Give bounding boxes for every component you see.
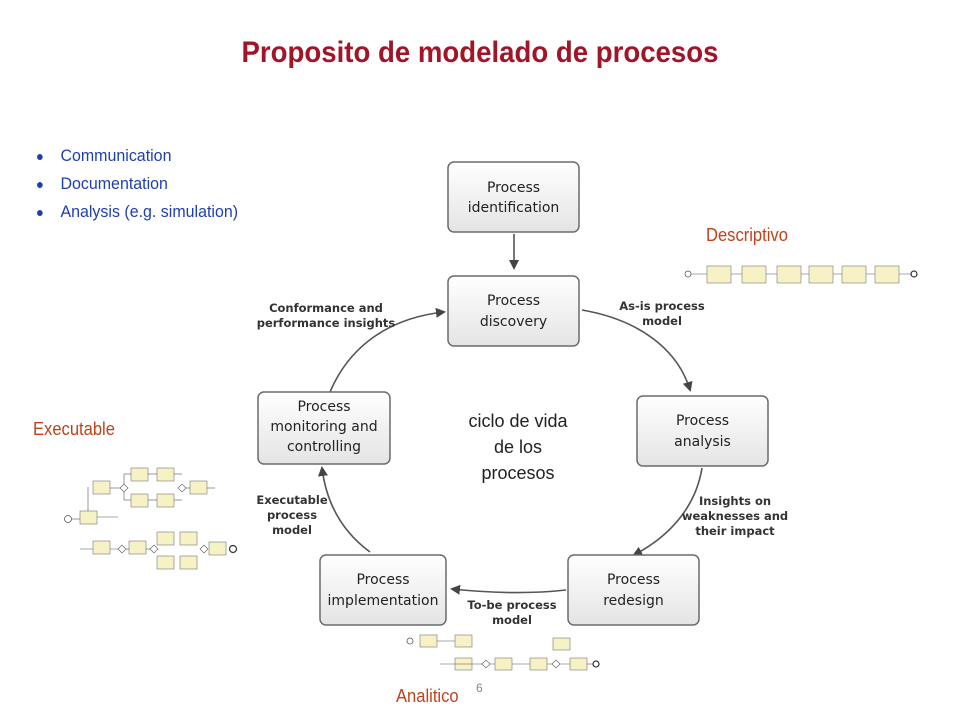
node-label: Process [356, 572, 409, 588]
arrow-discovery-analysis [581, 309, 693, 392]
purpose-list: ● Communication ● Documentation ● Analysis … [36, 142, 251, 226]
analytic-model-thumbnail [406, 634, 600, 671]
svg-text:model: model [492, 613, 532, 627]
center-text-line: de los [493, 437, 543, 457]
slide-title: Proposito de modelado de procesos [241, 36, 719, 69]
svg-text:process: process [267, 508, 317, 522]
list-item: ● Communication [36, 142, 238, 170]
bullet-text: Analysis (e.g. simulation) [60, 202, 239, 221]
node-label: Process [487, 180, 540, 196]
svg-text:their impact: their impact [695, 524, 775, 538]
bullet-text: Documentation [60, 174, 168, 193]
node-label: controlling [287, 439, 361, 455]
node-discovery: Process discovery [447, 275, 580, 347]
svg-text:As-is process: As-is process [619, 299, 705, 313]
arrow-monitoring-discovery [329, 307, 446, 393]
bullet-icon: ● [36, 148, 44, 164]
node-label: Process [297, 399, 350, 415]
edge-label-insights: Insights on weaknesses and their impact [682, 494, 788, 538]
edge-label-executable: Executable process model [256, 493, 328, 537]
svg-text:model: model [272, 523, 312, 537]
page-number: 6 [476, 681, 483, 695]
node-analysis: Process analysis [636, 395, 769, 467]
analytic-tag: Analitico [396, 686, 459, 706]
node-label: implementation [328, 593, 439, 609]
list-item: ● Documentation [36, 170, 238, 198]
svg-text:weaknesses and: weaknesses and [682, 509, 788, 523]
svg-text:Executable: Executable [256, 493, 328, 507]
svg-text:Insights on: Insights on [699, 494, 771, 508]
node-monitoring: Process monitoring and controlling [257, 391, 391, 465]
svg-text:Conformance and: Conformance and [269, 301, 383, 315]
node-label: redesign [603, 593, 664, 609]
node-label: identification [468, 200, 560, 216]
descriptive-model-thumbnail [684, 265, 918, 284]
center-text-line: ciclo de vida [468, 411, 568, 431]
center-text-line: procesos [481, 463, 555, 483]
svg-text:model: model [642, 314, 682, 328]
bullet-icon: ● [36, 204, 44, 220]
node-label: discovery [480, 314, 547, 330]
lifecycle-center-label: ciclo de vida de los procesos [450, 408, 586, 486]
svg-text:To-be process: To-be process [467, 598, 556, 612]
node-label: analysis [674, 434, 731, 450]
list-item: ● Analysis (e.g. simulation) [36, 198, 238, 226]
edge-label-to-be: To-be process model [467, 598, 556, 627]
svg-text:performance insights: performance insights [257, 316, 396, 330]
executable-model-thumbnail [64, 467, 238, 570]
node-label: Process [487, 293, 540, 309]
arrow-redesign-implementation [450, 584, 567, 595]
executable-tag: Executable [33, 419, 115, 439]
bullet-text: Communication [60, 146, 172, 165]
arrow-implementation-monitoring [318, 466, 371, 553]
node-redesign: Process redesign [567, 554, 700, 626]
node-implementation: Process implementation [319, 554, 447, 626]
node-label: Process [607, 572, 660, 588]
bullet-icon: ● [36, 176, 44, 192]
arrow-analysis-redesign [632, 467, 703, 556]
edge-label-conformance: Conformance and performance insights [257, 301, 396, 330]
descriptive-tag: Descriptivo [706, 225, 788, 245]
node-label: monitoring and [270, 419, 377, 435]
node-label: Process [676, 413, 729, 429]
edge-label-as-is: As-is process model [619, 299, 705, 328]
node-identification: Process identification [447, 161, 580, 233]
